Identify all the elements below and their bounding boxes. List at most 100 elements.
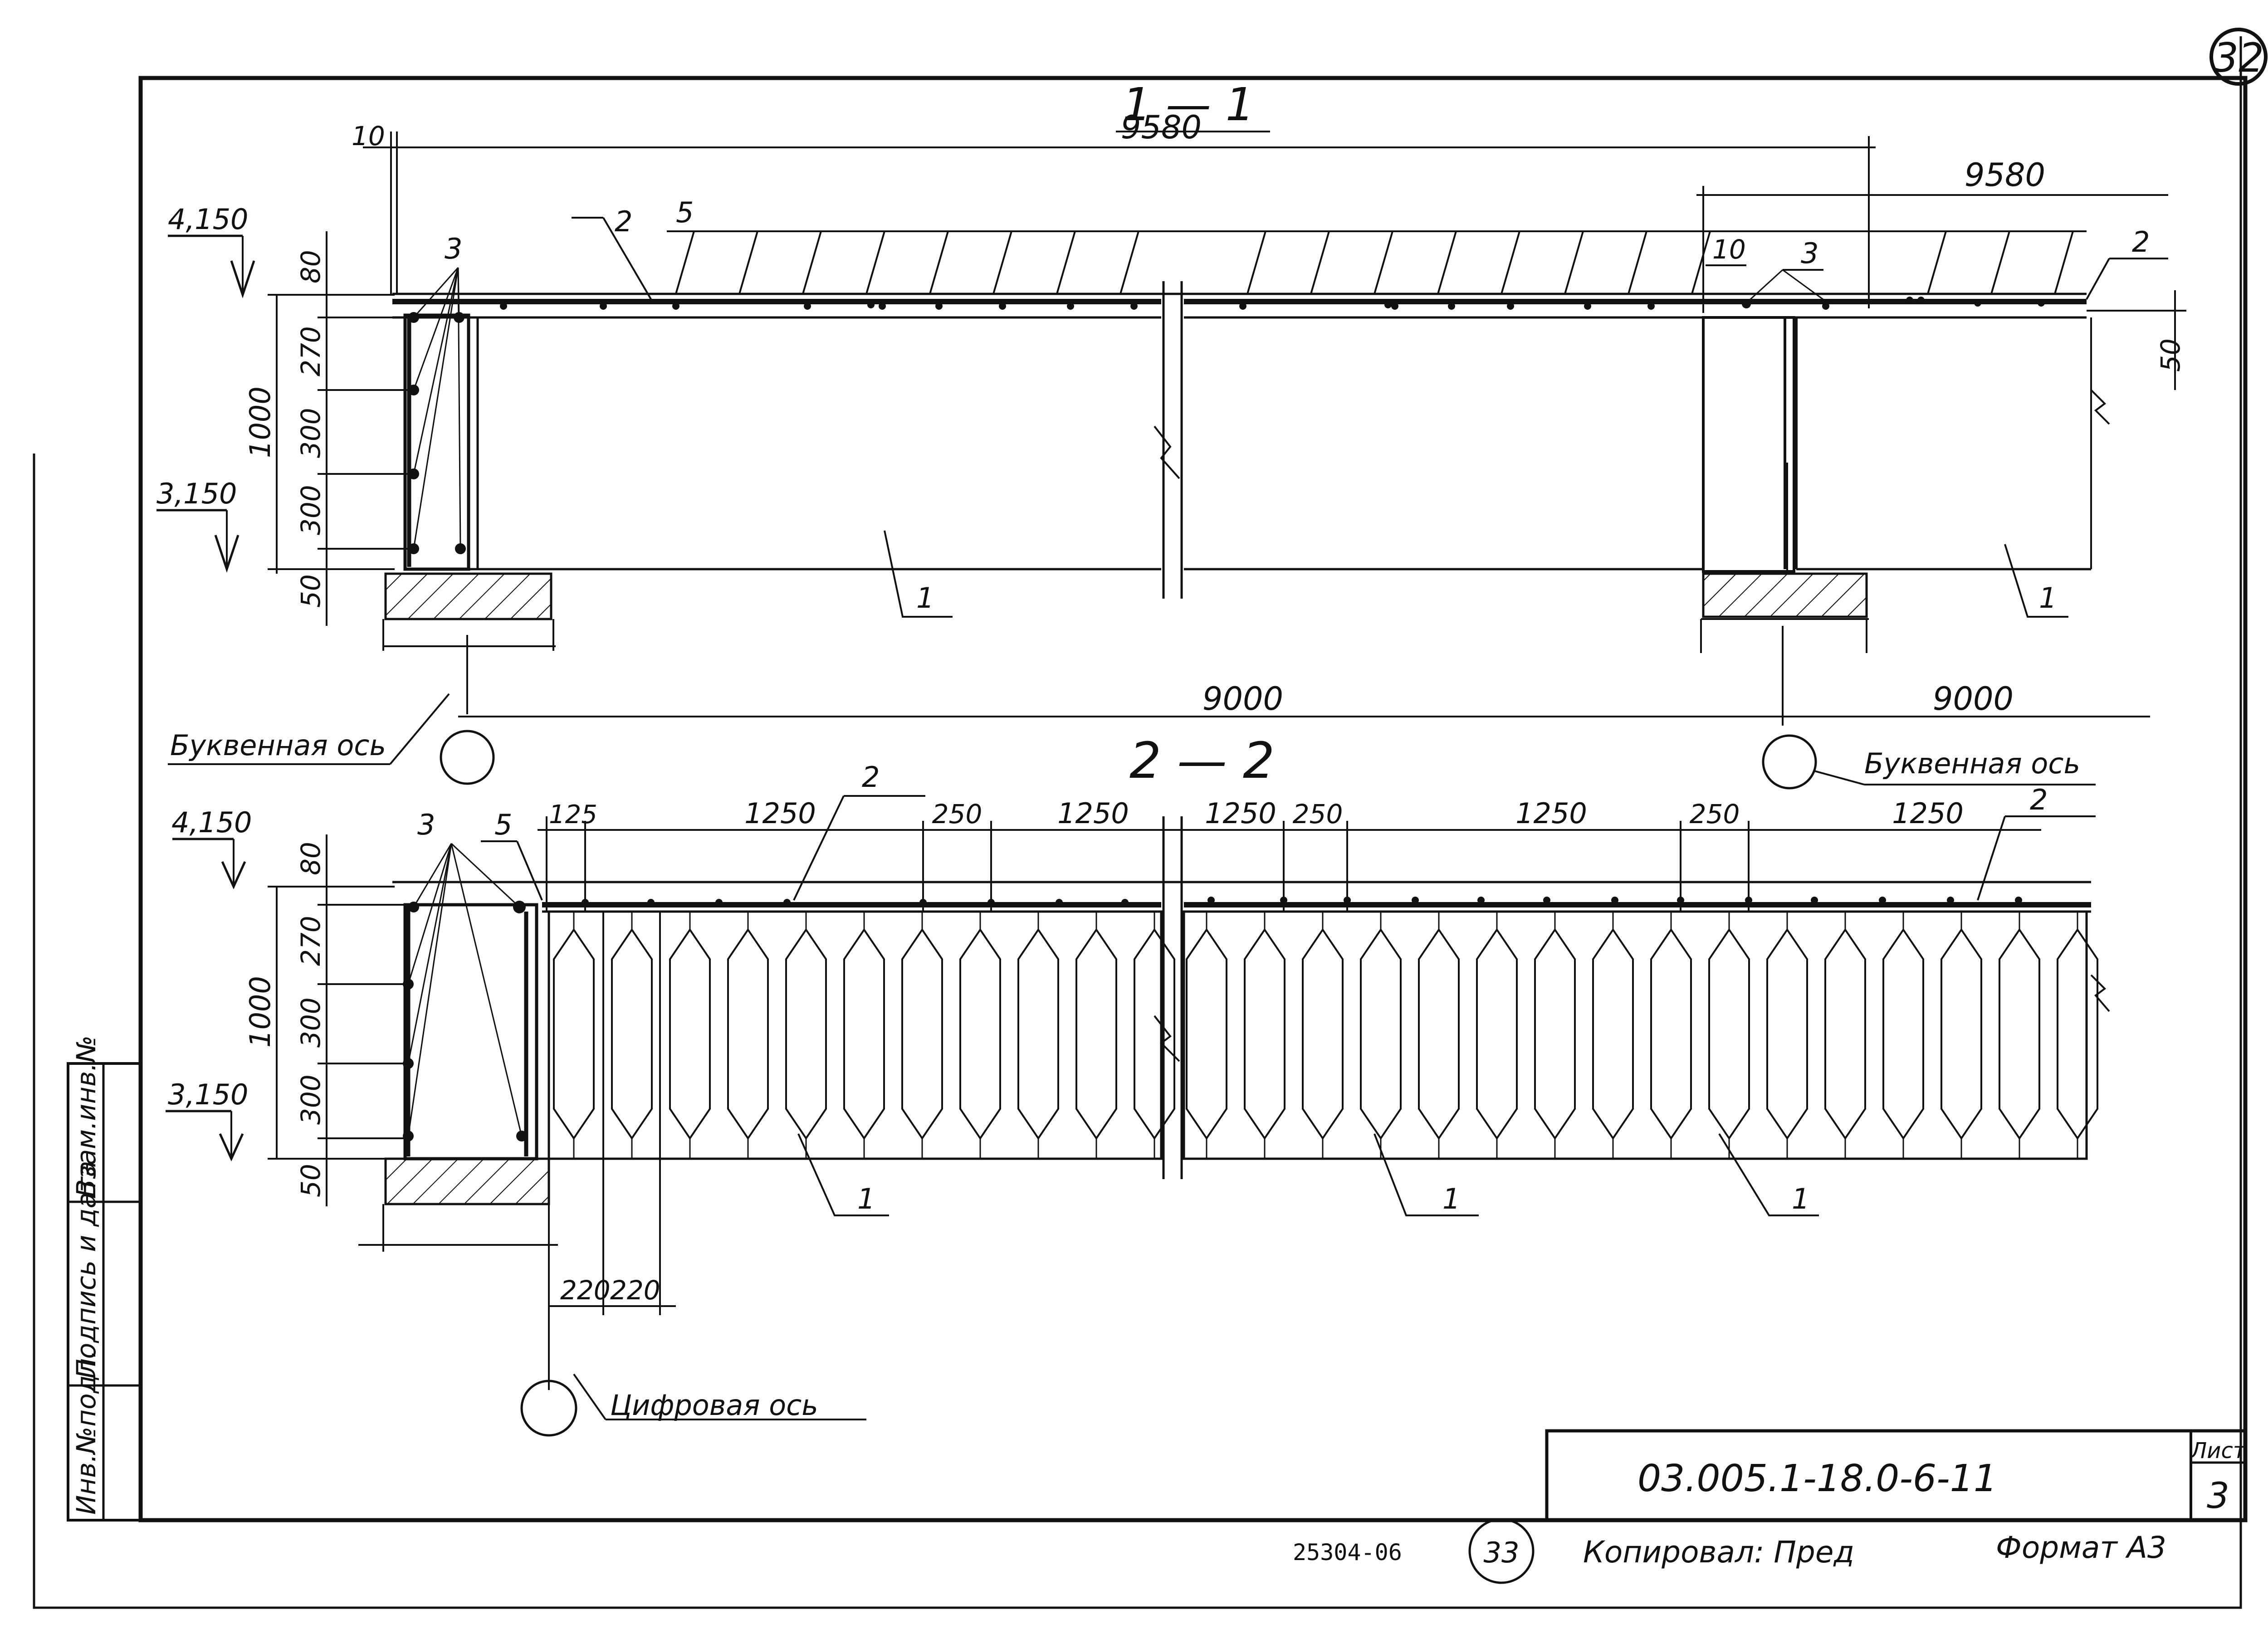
leader-3-left [413,267,461,549]
hollow-core [2057,928,2098,1140]
dim-220-a: 220 [560,1275,611,1306]
side-stamp: Инв.№подл. Подпись и дата Взам.инв.№ [67,1035,142,1522]
vert-80-1: 80 [295,250,326,283]
dim-1250-d: 1250 [1515,797,1587,830]
section-2-2: 2 — 2 4,150 3,150 80 270 300 300 50 1000 [166,732,2110,1437]
hollow-core [1186,928,1227,1140]
dim-9000-right: 9000 [1933,680,2014,717]
dim-250-a: 250 [932,799,982,829]
leader-3-section-2 [407,843,523,1136]
vert-270-2: 270 [295,916,326,966]
hollow-core [1017,928,1059,1140]
callout-3-2: 3 [417,808,435,841]
hollow-core [1941,928,1982,1140]
hollow-core [727,928,769,1140]
slab-hatching [667,230,2087,294]
digital-axis-bubble [520,1380,577,1437]
callout-2-left-2: 2 [862,761,880,794]
dim-220-b: 220 [610,1275,660,1306]
hollow-core [1302,928,1344,1140]
callout-1-a: 1 [857,1182,875,1215]
support-block-2 [384,1157,550,1205]
vert-300b-2: 300 [295,1074,326,1125]
dim-125: 125 [549,800,597,829]
dim-1250-b: 1250 [1057,797,1129,830]
vert-270-1: 270 [295,326,326,376]
letter-axis-bubble-right [1762,734,1817,790]
digital-axis-label: Цифровая ось [610,1389,818,1422]
vert-1000-1: 1000 [244,386,277,458]
dim-1250-c: 1250 [1205,797,1276,830]
hollow-core [553,928,595,1140]
callout-3-right-1: 3 [1801,237,1818,270]
callout-1-left-1: 1 [916,581,934,615]
dim-1250-e: 1250 [1892,797,1964,830]
list-label: Лист [2190,1438,2247,1463]
sheet-number-circle [2209,28,2268,86]
hollow-core [843,928,885,1140]
callout-1-b: 1 [1442,1182,1460,1215]
drawing-designation: 03.005.1-18.0-6-11 [1637,1457,1997,1500]
bottom-caption: 25304-06 33 Копировал: Пред Формат А3 [1293,1518,2166,1584]
level-bottom-1: 3,150 [156,477,237,510]
level-top-2: 4,150 [171,806,252,839]
axis-label-right-1: Буквенная ось [1864,747,2080,780]
hollow-core [1824,928,1866,1140]
hollow-core [611,928,653,1140]
hollow-cores [553,912,2098,1159]
vert-50-1: 50 [295,574,326,608]
inventory-code: 25304-06 [1293,1539,1402,1566]
dim-10-right: 10 [1712,234,1746,265]
callout-2-right-1: 2 [2132,225,2150,259]
hollow-core [1244,928,1286,1140]
dim-1250-a: 1250 [744,797,816,830]
hollow-core [1882,928,1924,1140]
dim-9000-left: 9000 [1202,680,1283,717]
hollow-core [1650,928,1692,1140]
support-block-right [1702,572,1868,618]
vert-300a-1: 300 [295,408,326,458]
dim-9580-right: 9580 [1965,156,2045,194]
vert-50-2: 50 [295,1164,326,1197]
hollow-core [785,928,827,1140]
dim-250-c: 250 [1690,799,1740,829]
stamp-replacement-label: Взам.инв.№ [71,1035,102,1197]
level-bottom-2: 3,150 [168,1078,249,1111]
hollow-core [901,928,943,1140]
title-block: 03.005.1-18.0-6-11 Лист 3 [1545,1429,2247,1522]
letter-axis-bubble-left [440,730,495,785]
vert-300b-1: 300 [295,485,326,535]
callout-2-right-2: 2 [2030,783,2048,816]
callout-5-1: 5 [676,196,694,229]
support-block-left [384,572,552,620]
callout-3-left: 3 [445,232,462,265]
hollow-core [1534,928,1576,1140]
dim-50-right: 50 [2155,338,2186,372]
list-number: 3 [2207,1476,2229,1517]
hollow-core [1476,928,1518,1140]
copied-by: Копировал: Пред [1583,1535,1854,1570]
callout-2-left-1: 2 [615,205,632,238]
stamp-signature-label: Подпись и дата [71,1161,102,1379]
callout-1-c: 1 [1792,1182,1809,1215]
hollow-core [1999,928,2040,1140]
vert-1000-2: 1000 [244,976,277,1048]
hollow-core [1766,928,1808,1140]
sheet-border: 32 [33,28,2268,1609]
stamp-inventory-label: Инв.№подл. [71,1350,102,1515]
format-label: Формат А3 [1996,1530,2166,1565]
hollow-core [1360,928,1402,1140]
hollow-core [1592,928,1634,1140]
page-circle-number: 33 [1484,1536,1520,1569]
callout-5-2: 5 [494,808,512,841]
dim-9580-left: 9580 [1121,109,1202,146]
hollow-core [1418,928,1460,1140]
hollow-core [959,928,1001,1140]
rebar-dots-2 [582,897,2022,906]
callout-1-right-1: 1 [2039,581,2057,615]
level-top-1: 4,150 [168,203,249,236]
page-circle [1468,1518,1535,1584]
hollow-core [1708,928,1750,1140]
dim-10-left: 10 [352,121,385,151]
